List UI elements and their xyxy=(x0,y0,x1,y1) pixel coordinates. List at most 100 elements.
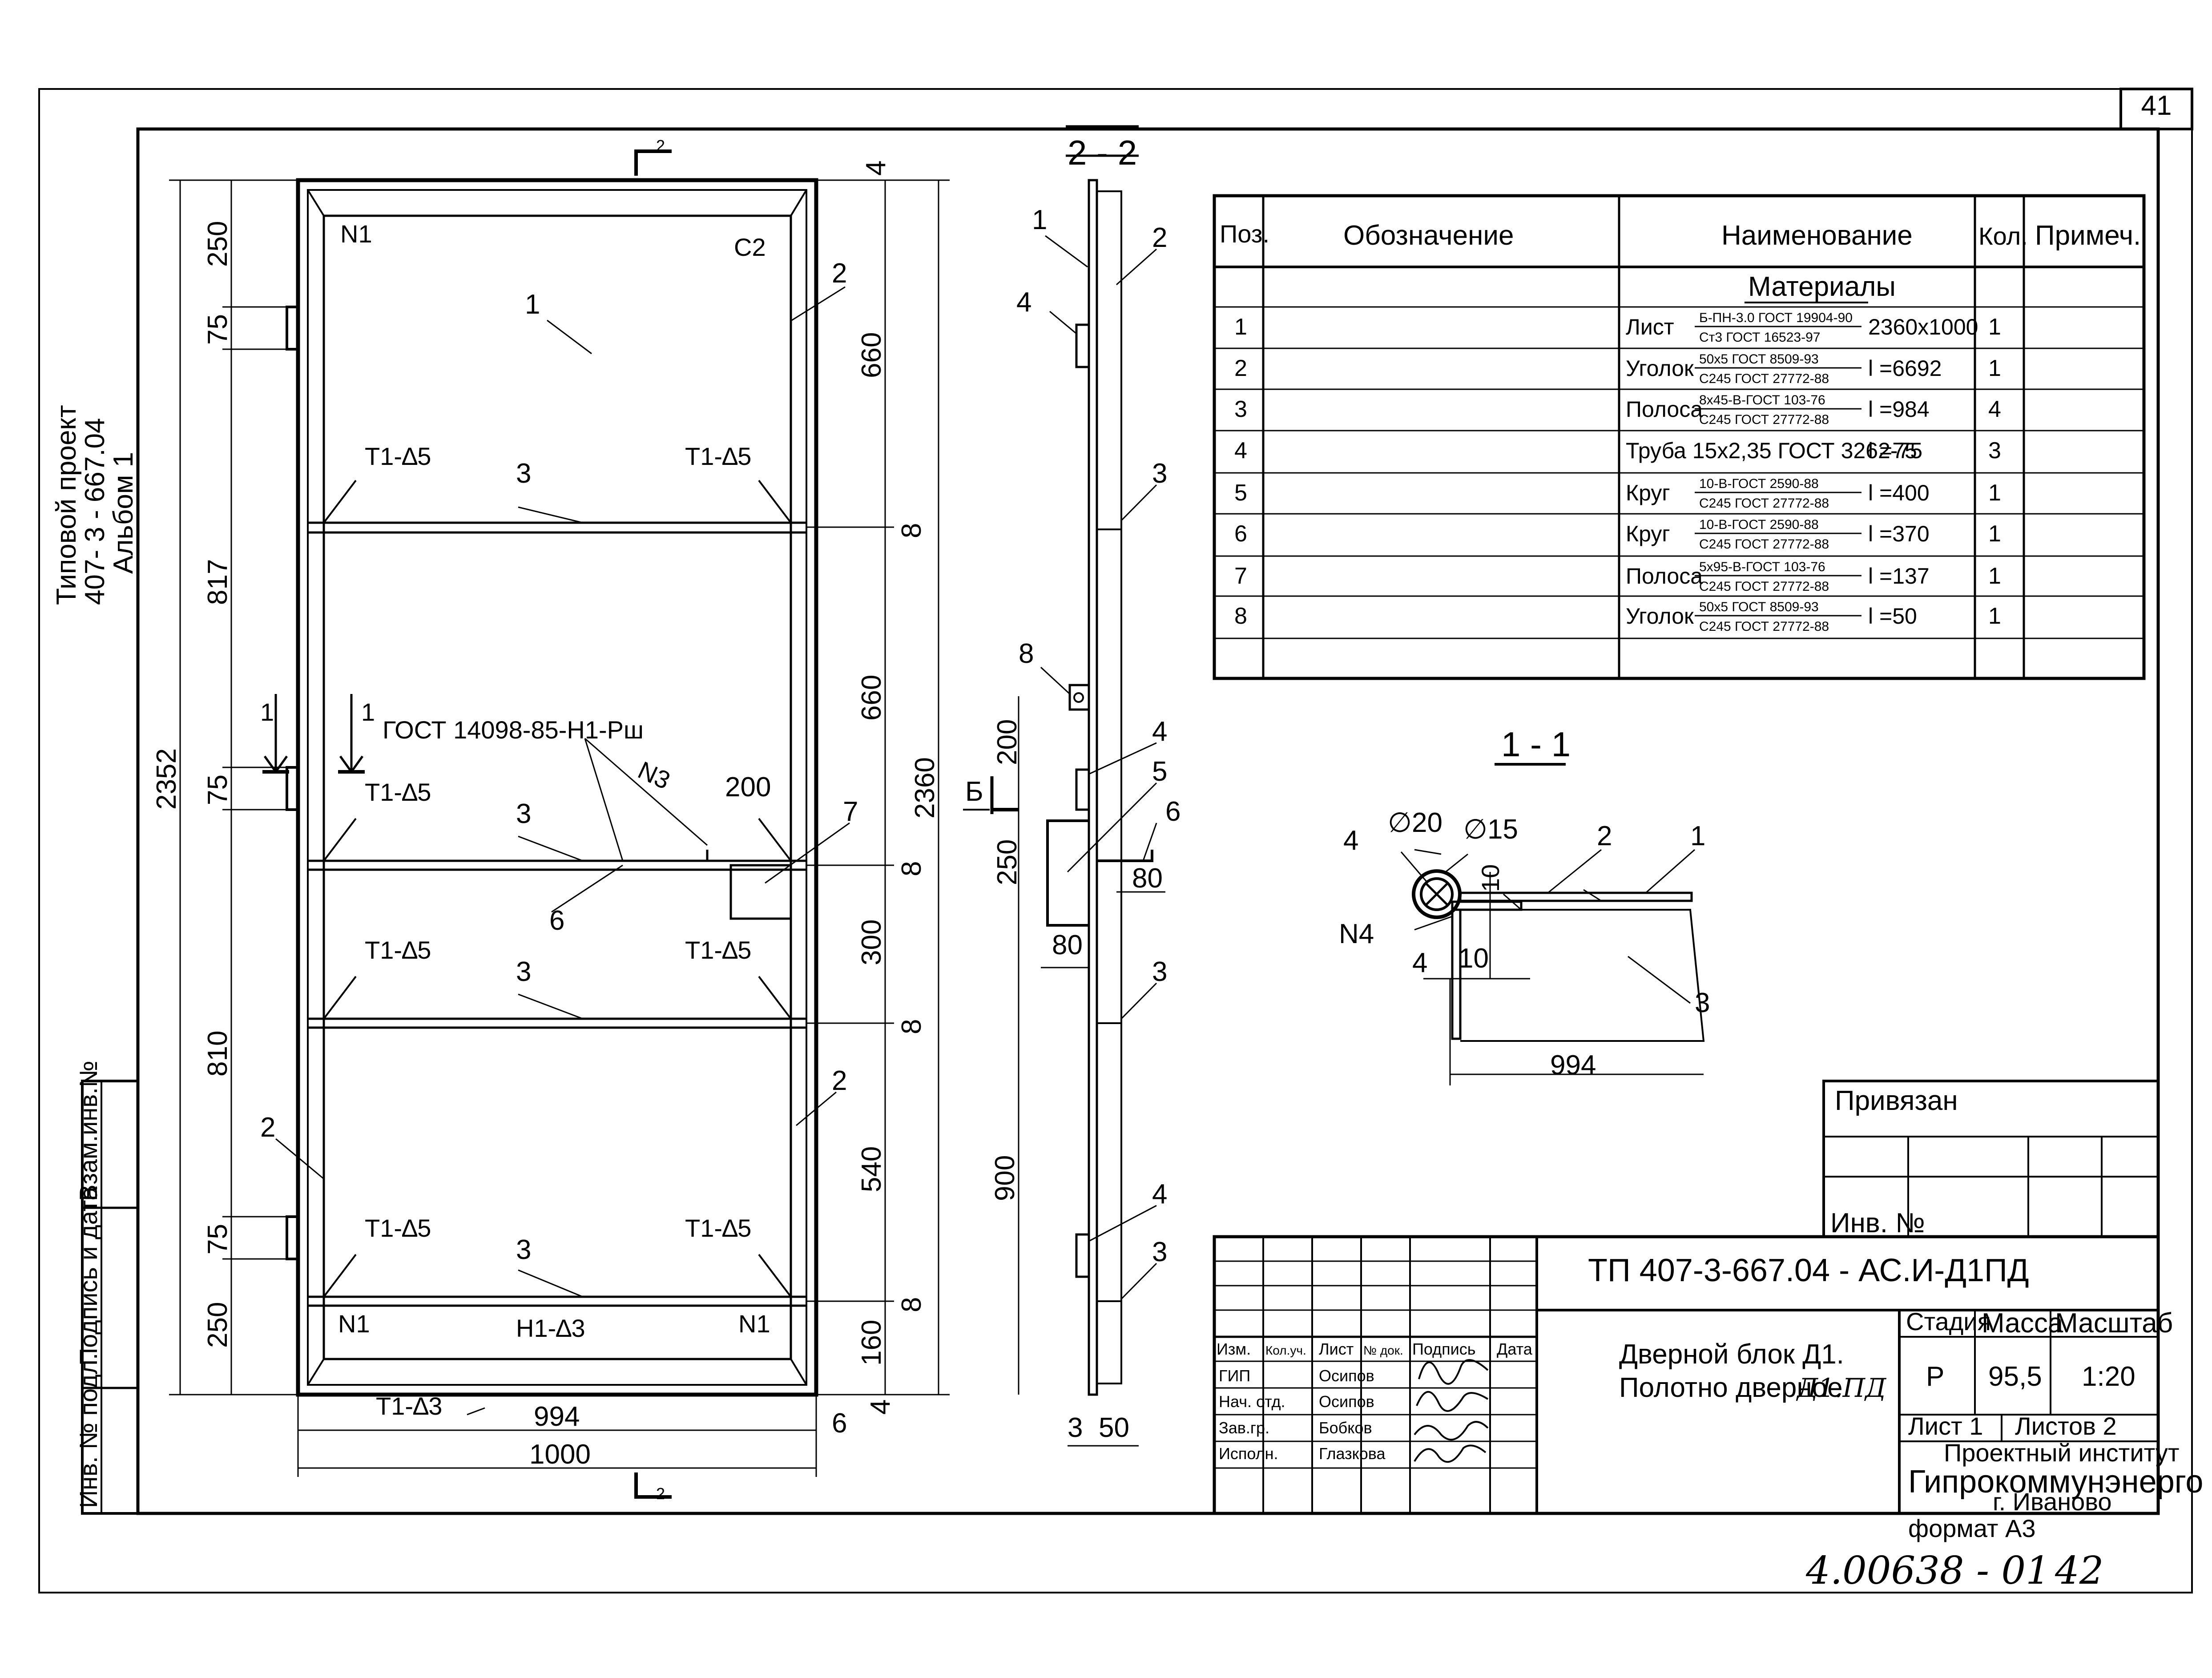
project-vertical-text: Типовой проект 407- 3 - 667.04 Альбом 1 xyxy=(51,405,139,605)
svg-text:ГОСТ 14098-85-Н1-Рш: ГОСТ 14098-85-Н1-Рш xyxy=(383,716,644,744)
svg-text:80: 80 xyxy=(1052,930,1083,960)
svg-text:994: 994 xyxy=(534,1401,580,1432)
svg-text:3: 3 xyxy=(1152,458,1167,489)
svg-text:2: 2 xyxy=(656,1484,665,1503)
svg-text:1: 1 xyxy=(1032,205,1047,235)
svg-text:N1: N1 xyxy=(338,1310,370,1338)
svg-text:H1-∆3: H1-∆3 xyxy=(516,1314,585,1342)
spec-denominator: Ст3 ГОСТ 16523-97 xyxy=(1699,330,1820,345)
svg-text:250: 250 xyxy=(202,221,233,267)
svg-text:T1-∆5: T1-∆5 xyxy=(685,936,751,964)
svg-text:8: 8 xyxy=(896,861,927,876)
svg-text:Типовой проект: Типовой проект xyxy=(51,405,82,605)
svg-text:T1-∆5: T1-∆5 xyxy=(365,936,431,964)
svg-text:6: 6 xyxy=(549,905,564,936)
svg-text:4: 4 xyxy=(1412,948,1427,978)
title-block: Привязан Инв. № ТП 407-3-667.04 - АС.И-Д… xyxy=(1217,1085,2203,1593)
svg-text:Альбом 1: Альбом 1 xyxy=(108,452,139,574)
svg-text:Дата: Дата xyxy=(1497,1340,1533,1358)
page-number: 41 xyxy=(2141,90,2172,121)
svg-text:Осипов: Осипов xyxy=(1319,1392,1374,1411)
outer-border xyxy=(38,88,2193,1593)
spec-dimension: l =984 xyxy=(1868,397,1930,422)
svg-text:2: 2 xyxy=(832,1065,847,1096)
spec-numerator: 8х45-В-ГОСТ 103-76 xyxy=(1699,393,1825,407)
svg-text:994: 994 xyxy=(1550,1050,1596,1081)
svg-text:T1-∆3: T1-∆3 xyxy=(376,1392,442,1420)
spec-qty: 1 xyxy=(1988,603,2001,629)
svg-text:4: 4 xyxy=(1016,287,1031,318)
svg-text:N3: N3 xyxy=(634,756,675,795)
svg-text:2: 2 xyxy=(1597,821,1612,851)
page-number-box xyxy=(2119,88,2193,130)
spec-dimension: l =370 xyxy=(1868,521,1930,546)
svg-text:4: 4 xyxy=(1343,825,1358,856)
spec-qty: 1 xyxy=(1988,521,2001,547)
spec-denominator: С245 ГОСТ 27772-88 xyxy=(1699,412,1829,427)
svg-text:3: 3 xyxy=(516,1234,531,1265)
svg-text:Р: Р xyxy=(1926,1361,1944,1392)
svg-text:3: 3 xyxy=(516,956,531,987)
svg-text:Нач. отд.: Нач. отд. xyxy=(1219,1392,1285,1411)
svg-text:817: 817 xyxy=(202,559,233,605)
svg-text:50: 50 xyxy=(1099,1412,1129,1443)
svg-text:2360: 2360 xyxy=(910,757,940,819)
svg-text:N1: N1 xyxy=(738,1310,770,1338)
svg-text:Глазкова: Глазкова xyxy=(1319,1444,1386,1463)
svg-text:660: 660 xyxy=(856,332,887,378)
spec-pos: 6 xyxy=(1234,521,1247,547)
svg-text:3: 3 xyxy=(1152,956,1167,987)
svg-text:Подпись: Подпись xyxy=(1412,1340,1475,1358)
svg-text:T1-∆5: T1-∆5 xyxy=(365,1214,431,1242)
svg-text:∅15: ∅15 xyxy=(1463,814,1518,845)
svg-text:Проектный институт: Проектный институт xyxy=(1944,1439,2180,1467)
svg-text:300: 300 xyxy=(856,920,887,965)
spec-denominator: С245 ГОСТ 27772-88 xyxy=(1699,496,1829,511)
svg-text:№ док.: № док. xyxy=(1363,1343,1403,1357)
svg-text:Наименование: Наименование xyxy=(1721,220,1913,251)
svg-text:80: 80 xyxy=(1132,863,1163,894)
spec-dimension: l =6692 xyxy=(1868,356,1942,381)
spec-qty: 1 xyxy=(1988,480,2001,506)
svg-text:Привязан: Привязан xyxy=(1835,1085,1958,1116)
spec-numerator: Б-ПН-3.0 ГОСТ 19904-90 xyxy=(1699,311,1853,325)
spec-numerator: 10-В-ГОСТ 2590-88 xyxy=(1699,476,1819,491)
svg-text:7: 7 xyxy=(843,796,858,827)
svg-text:8: 8 xyxy=(896,1019,927,1034)
svg-text:T1-∆5: T1-∆5 xyxy=(685,442,751,470)
spec-pos: 8 xyxy=(1234,603,1247,629)
svg-text:42: 42 xyxy=(2055,1549,2103,1593)
svg-text:10: 10 xyxy=(1458,943,1489,974)
inner-frame xyxy=(136,127,2160,1515)
svg-text:407- 3 - 667.04: 407- 3 - 667.04 xyxy=(80,418,110,605)
spec-qty: 1 xyxy=(1988,355,2001,381)
spec-pos: 2 xyxy=(1234,355,1247,381)
spec-qty: 4 xyxy=(1988,396,2001,422)
svg-text:1 - 1: 1 - 1 xyxy=(1501,725,1571,764)
svg-text:C2: C2 xyxy=(734,233,766,261)
svg-text:формат А3: формат А3 xyxy=(1908,1514,2035,1542)
svg-text:Осипов: Осипов xyxy=(1319,1367,1374,1385)
spec-name: Круг xyxy=(1626,480,1670,505)
spec-pos: 4 xyxy=(1234,438,1247,464)
svg-text:160: 160 xyxy=(856,1320,887,1366)
svg-text:ТП 407-3-667.04 - АС.И-Д1ПД: ТП 407-3-667.04 - АС.И-Д1ПД xyxy=(1588,1253,2029,1288)
title-block-grid xyxy=(1213,1080,2160,1515)
svg-text:Примеч.: Примеч. xyxy=(2035,220,2141,251)
svg-text:3: 3 xyxy=(516,799,531,829)
svg-text:95,5: 95,5 xyxy=(1988,1361,2042,1392)
spec-dimension: l =400 xyxy=(1868,480,1930,505)
svg-text:Гипрокоммунэнерго: Гипрокоммунэнерго xyxy=(1908,1464,2203,1500)
spec-table: Поз. Обозначение Наименование Кол. Приме… xyxy=(1220,220,2141,302)
spec-name: Уголок xyxy=(1626,356,1694,381)
svg-text:Д1.ПД: Д1.ПД xyxy=(1796,1373,1887,1403)
spec-dimension: l =137 xyxy=(1868,564,1930,589)
svg-text:75: 75 xyxy=(202,774,233,805)
svg-text:4: 4 xyxy=(1152,716,1167,747)
svg-text:2: 2 xyxy=(832,258,847,289)
svg-text:Листов 2: Листов 2 xyxy=(2015,1412,2117,1440)
